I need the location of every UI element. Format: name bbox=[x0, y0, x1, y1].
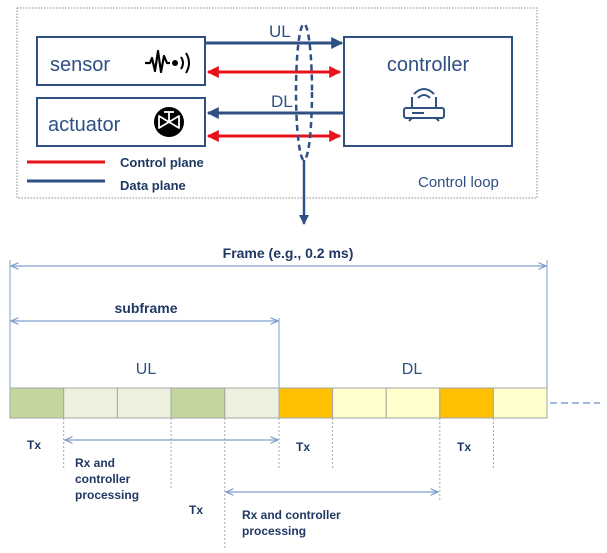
slot-6 bbox=[332, 387, 387, 419]
control-loop-box bbox=[16, 7, 538, 199]
controller-label: controller bbox=[387, 54, 470, 76]
legend-control-label: Control plane bbox=[120, 155, 204, 170]
sensor-label: sensor bbox=[50, 54, 110, 76]
subframe-label: subframe bbox=[114, 300, 177, 316]
frame-label: Frame (e.g., 0.2 ms) bbox=[223, 245, 354, 261]
rx-proc-2-line-1: Rx and controller bbox=[242, 508, 341, 522]
slot-bar bbox=[9, 387, 548, 419]
slot-5 bbox=[278, 387, 334, 419]
ul-label-top: UL bbox=[269, 22, 291, 41]
actuator-label: actuator bbox=[48, 114, 121, 136]
tx-label-1: Tx bbox=[27, 438, 41, 452]
timeline-ul-label: UL bbox=[136, 361, 157, 378]
controller-box bbox=[343, 36, 513, 147]
legend-data-label: Data plane bbox=[120, 178, 186, 193]
slot-2 bbox=[116, 387, 172, 419]
slot-1 bbox=[63, 387, 118, 419]
slot-3 bbox=[170, 387, 226, 419]
rx-proc-1-line-1: Rx and bbox=[75, 456, 115, 470]
dl-label-top: DL bbox=[271, 92, 293, 111]
rx-proc-1-line-2: controller bbox=[75, 472, 131, 486]
rx-proc-1-line-3: processing bbox=[75, 488, 139, 502]
tx-label-4: Tx bbox=[457, 440, 471, 454]
slot-9 bbox=[492, 387, 548, 419]
loop-cut-ellipse bbox=[294, 22, 314, 162]
rx-processing-label-2: Rx and controller processing bbox=[242, 508, 341, 538]
tx-label-2: Tx bbox=[189, 503, 203, 517]
control-loop-label: Control loop bbox=[418, 174, 499, 191]
rx-proc-2-line-2: processing bbox=[242, 524, 306, 538]
router-icon bbox=[403, 88, 445, 122]
slot-8 bbox=[439, 387, 494, 419]
timeline-dl-label: DL bbox=[402, 361, 423, 378]
signal-wave-icon bbox=[145, 49, 190, 74]
tx-label-3: Tx bbox=[296, 440, 310, 454]
slot-4 bbox=[224, 387, 280, 419]
slot-0 bbox=[9, 387, 65, 419]
valve-icon bbox=[154, 107, 184, 137]
slot-7 bbox=[385, 387, 441, 419]
rx-processing-label-1: Rx and controller processing bbox=[75, 456, 139, 502]
